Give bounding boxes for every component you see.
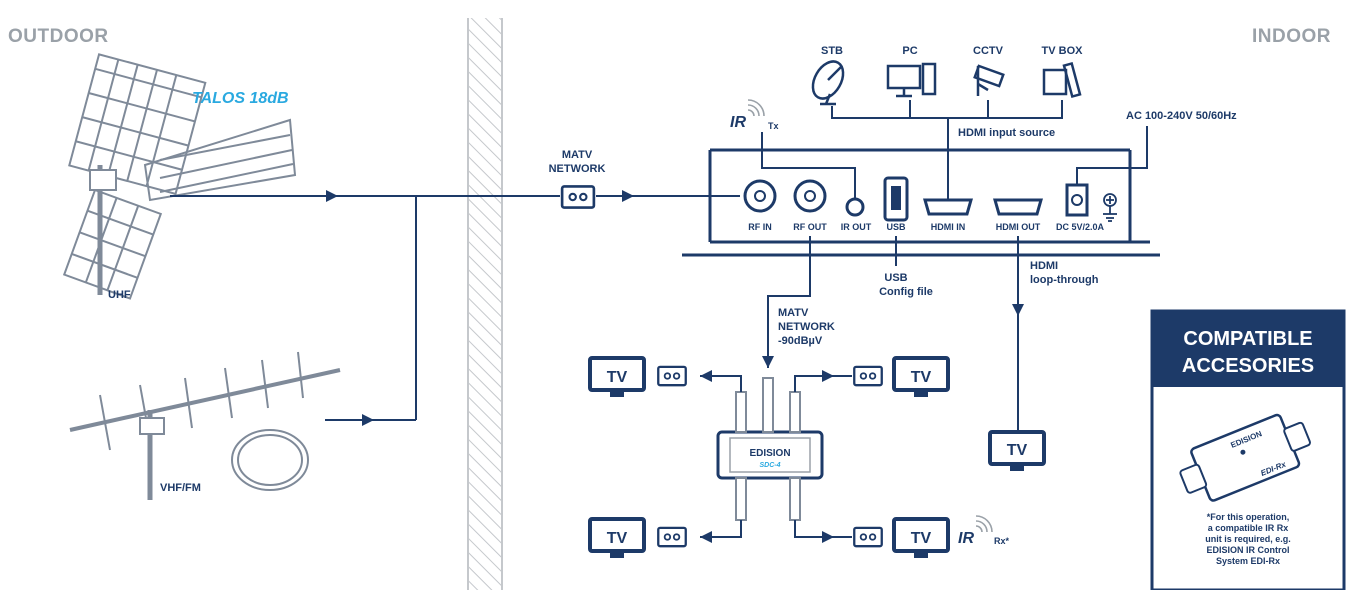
splitter-icon bbox=[716, 377, 824, 521]
power-wire bbox=[1076, 126, 1148, 186]
uhf-antenna-icon bbox=[62, 53, 297, 300]
accessories-note-1: *For this operation, bbox=[1207, 512, 1290, 522]
rf-out-port-icon bbox=[793, 179, 827, 213]
usb-config-label-2: Config file bbox=[879, 286, 933, 298]
tv-hdmi-label: TV bbox=[1007, 442, 1028, 459]
ground-icon bbox=[1103, 193, 1117, 222]
ir-tx-wire bbox=[761, 132, 856, 198]
rf-in-label: RF IN bbox=[748, 222, 772, 232]
pc-label: PC bbox=[902, 45, 917, 57]
satellite-dish-icon bbox=[811, 60, 845, 106]
tvbox-label: TV BOX bbox=[1042, 45, 1084, 57]
vhf-antenna-icon bbox=[69, 351, 341, 500]
hdmi-loop-label-2: loop-through bbox=[1030, 274, 1099, 286]
matv-level-label-1: MATV bbox=[778, 307, 809, 319]
tv-bl-label: TV bbox=[607, 530, 628, 547]
hdmi-loop-label-1: HDMI bbox=[1030, 260, 1058, 272]
rf-out-wire bbox=[767, 236, 811, 368]
ir-tx-ir: IR bbox=[730, 114, 746, 131]
matv-network-label-2: NETWORK bbox=[549, 163, 606, 175]
hdmi-input-source-label: HDMI input source bbox=[958, 127, 1055, 139]
pc-icon bbox=[886, 62, 937, 98]
accessories-note-4: EDISION IR Control bbox=[1207, 545, 1290, 555]
indoor-label: INDOOR bbox=[1252, 26, 1331, 47]
ir-rx-signal-icon bbox=[975, 515, 993, 533]
ir-out-label: IR OUT bbox=[841, 222, 872, 232]
accessories-note-5: System EDI-Rx bbox=[1216, 556, 1280, 566]
matv-level-label-2: NETWORK bbox=[778, 321, 835, 333]
socket-tr-icon bbox=[853, 365, 883, 387]
sources-bus bbox=[831, 100, 1063, 200]
accessories-note-2: a compatible IR Rx bbox=[1208, 523, 1289, 533]
ir-signal-icon bbox=[747, 99, 765, 117]
ir-tx-label: Tx bbox=[768, 121, 779, 131]
cctv-camera-icon bbox=[973, 64, 1005, 96]
splitter-branches bbox=[700, 370, 852, 543]
dc-label: DC 5V/2.0A bbox=[1056, 222, 1105, 232]
usb-label: USB bbox=[886, 222, 906, 232]
wall-socket-icon bbox=[560, 185, 596, 209]
tv-box-icon bbox=[1042, 61, 1082, 99]
accessories-note-3: unit is required, e.g. bbox=[1205, 534, 1291, 544]
wall bbox=[467, 18, 503, 590]
dc-port-icon bbox=[1065, 183, 1089, 217]
ir-out-port-icon bbox=[845, 197, 865, 217]
tv-tr-label: TV bbox=[911, 369, 932, 386]
hdmi-out-port-icon bbox=[993, 198, 1043, 216]
power-label: AC 100-240V 50/60Hz bbox=[1126, 110, 1237, 122]
socket-bl-icon bbox=[657, 526, 687, 548]
rf-in-port-icon bbox=[743, 179, 777, 213]
matv-level-label-3: -90dBµV bbox=[778, 335, 823, 347]
rf-out-label: RF OUT bbox=[793, 222, 827, 232]
edi-rx-device-icon bbox=[1179, 413, 1311, 502]
socket-br-icon bbox=[853, 526, 883, 548]
outdoor-label: OUTDOOR bbox=[8, 26, 109, 47]
accessories-title-1: COMPATIBLE bbox=[1183, 328, 1312, 350]
accessories-title-2: ACCESORIES bbox=[1182, 355, 1314, 377]
talos-label: TALOS 18dB bbox=[192, 90, 289, 107]
hdmi-in-label: HDMI IN bbox=[931, 222, 966, 232]
ir-rx-label: Rx* bbox=[994, 536, 1010, 546]
vhf-label: VHF/FM bbox=[160, 482, 201, 494]
usb-config-label-1: USB bbox=[884, 272, 907, 284]
stb-label: STB bbox=[821, 45, 843, 57]
tv-tl-label: TV bbox=[607, 369, 628, 386]
uhf-label: UHF bbox=[108, 289, 131, 301]
hdmi-out-label: HDMI OUT bbox=[996, 222, 1041, 232]
antenna-wiring bbox=[170, 190, 560, 426]
tv-br-label: TV bbox=[911, 530, 932, 547]
socket-tl-icon bbox=[657, 365, 687, 387]
hdmi-in-port-icon bbox=[923, 198, 973, 216]
matv-network-label-1: MATV bbox=[562, 149, 593, 161]
ir-rx-ir: IR bbox=[958, 530, 974, 547]
cctv-label: CCTV bbox=[973, 45, 1004, 57]
splitter-model: SDC-4 bbox=[759, 462, 780, 469]
modulator-device bbox=[682, 148, 1160, 257]
splitter-brand: EDISION bbox=[749, 448, 790, 459]
